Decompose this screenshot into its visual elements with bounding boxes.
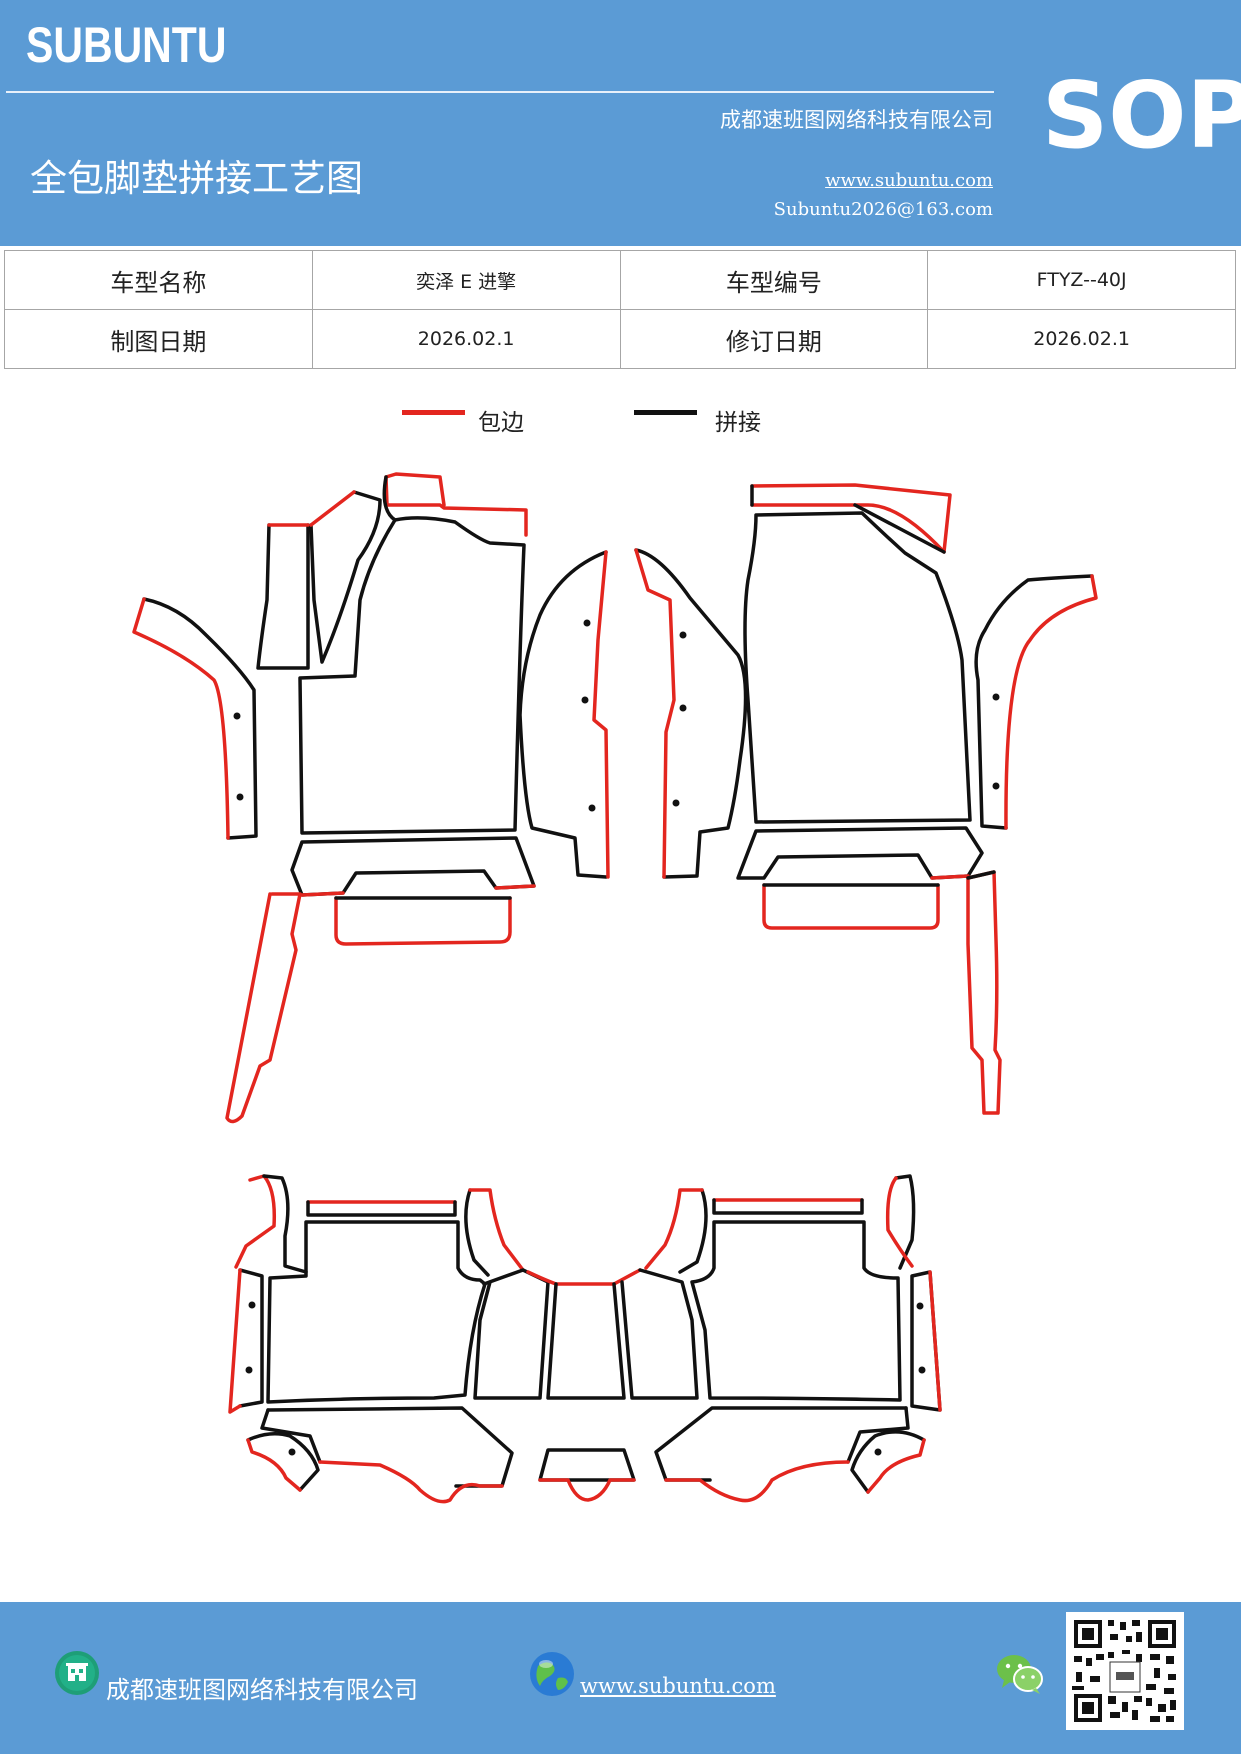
header-divider — [6, 91, 994, 93]
building-icon — [54, 1650, 100, 1700]
draw-date-label: 制图日期 — [4, 309, 313, 369]
revision-date-label: 修订日期 — [619, 309, 929, 369]
wechat-icon — [996, 1652, 1044, 1700]
header-company: 成都速班图网络科技有限公司 — [720, 108, 993, 132]
qr-code[interactable] — [1066, 1612, 1184, 1734]
revision-date-value: 2026.02.1 — [927, 309, 1236, 369]
table-row: 制图日期 2026.02.1 修订日期 2026.02.1 — [4, 309, 1236, 369]
sop-badge: SOP — [1042, 62, 1241, 169]
legend-edging-swatch — [402, 410, 465, 415]
rear-row-pieces — [228, 1174, 942, 1504]
model-name-value: 奕泽 E 进擎 — [311, 250, 621, 310]
model-code-value: FTYZ--40J — [927, 250, 1236, 310]
footer-website-link[interactable]: www.subuntu.com — [580, 1674, 776, 1698]
brand-logo: SUBUNTU — [26, 17, 227, 73]
footer-company: 成都速班图网络科技有限公司 — [106, 1676, 418, 1704]
info-table: 车型名称 奕泽 E 进擎 车型编号 FTYZ--40J 制图日期 2026.02… — [4, 250, 1236, 369]
header-email: Subuntu2026@163.com — [773, 199, 993, 220]
globe-icon — [528, 1650, 576, 1702]
legend-edging-label: 包边 — [478, 410, 524, 436]
header-banner — [0, 0, 1241, 246]
table-row: 车型名称 奕泽 E 进擎 车型编号 FTYZ--40J — [4, 250, 1236, 310]
front-row-pieces — [132, 472, 1098, 1124]
legend-seam-label: 拼接 — [715, 410, 761, 436]
legend-seam-swatch — [634, 410, 697, 415]
page-title: 全包脚垫拼接工艺图 — [30, 157, 363, 200]
model-name-label: 车型名称 — [4, 250, 313, 310]
draw-date-value: 2026.02.1 — [311, 309, 621, 369]
model-code-label: 车型编号 — [619, 250, 929, 310]
header-website-link[interactable]: www.subuntu.com — [825, 170, 993, 191]
floor-mat-diagram — [132, 472, 1098, 1504]
